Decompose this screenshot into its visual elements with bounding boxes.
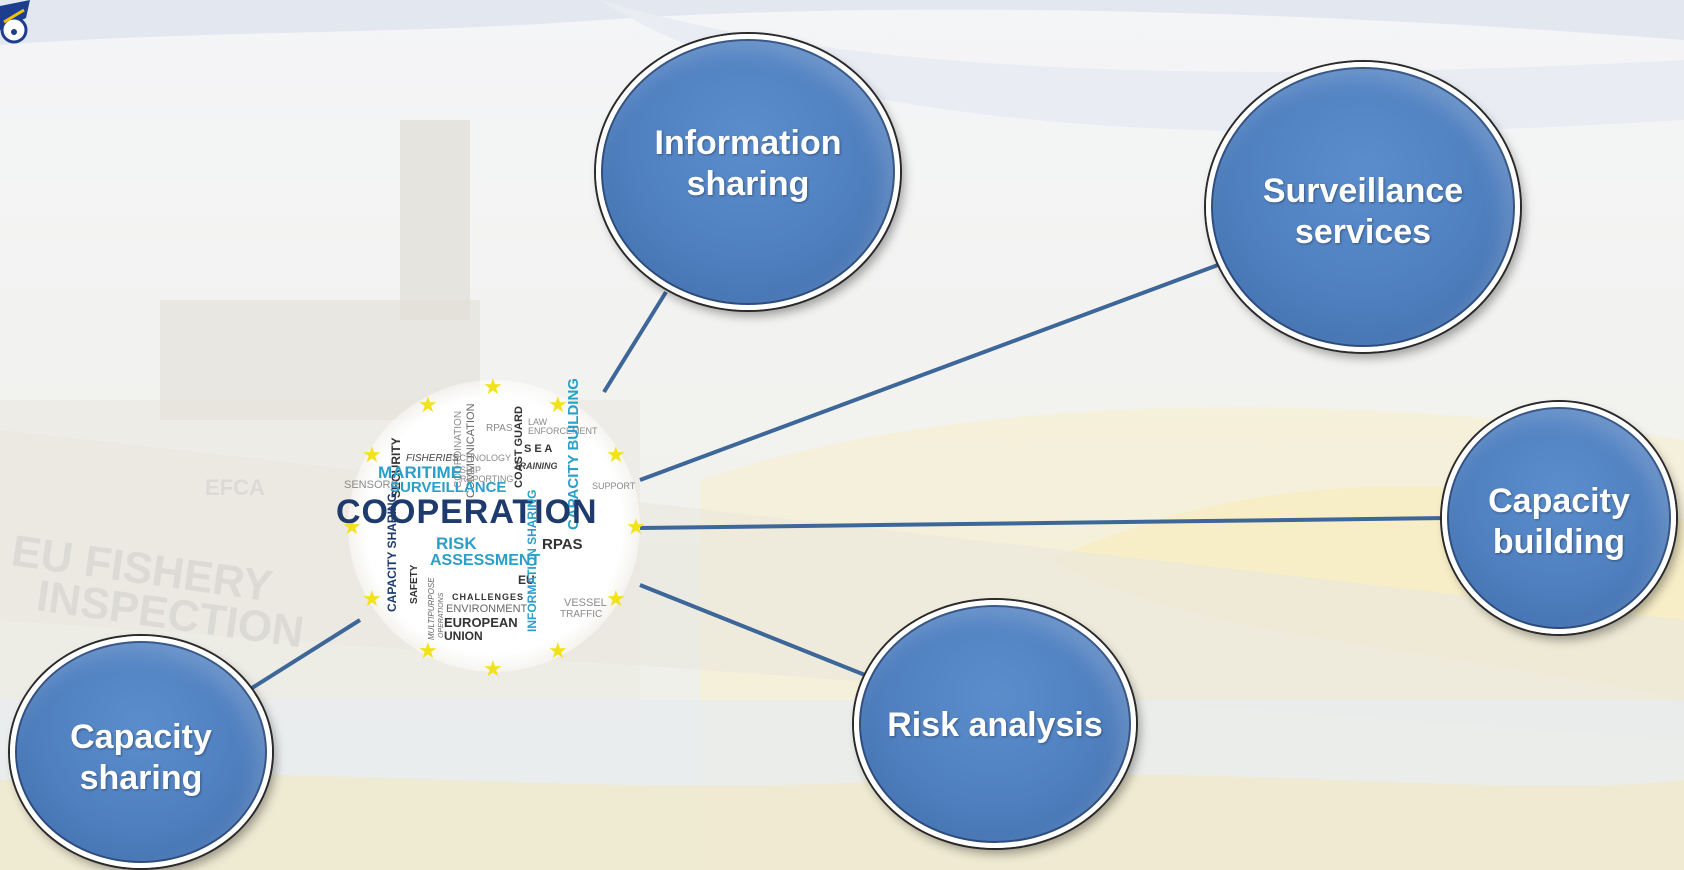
logo-icon — [0, 0, 30, 44]
eu-star-icon: ★ — [606, 586, 626, 611]
word-surveillance: SURVEILLANCE — [390, 479, 507, 496]
node-risk-analysis: Risk analysis — [854, 600, 1136, 848]
word-training: TRAINING — [514, 461, 558, 471]
word-assessment: ASSESSMENT — [430, 552, 541, 569]
word-ship-reporting: SHIP REPORTING — [460, 465, 514, 484]
word-risk: RISK — [436, 534, 477, 553]
node-label: Capacity sharing — [70, 718, 212, 797]
eu-star-icon: ★ — [548, 392, 568, 417]
word-maritime: MARITIME — [378, 463, 463, 482]
connector-surveillance-services — [639, 263, 1219, 482]
node-label: Information sharing — [654, 124, 842, 203]
node-capacity-sharing: Capacity sharing — [10, 636, 272, 868]
eu-star-icon: ★ — [418, 392, 438, 417]
connector-capacity-building — [639, 516, 1449, 530]
word-support: SUPPORT — [592, 481, 636, 491]
word-vessel: VESSEL — [564, 597, 607, 609]
node-label: Risk analysis — [887, 706, 1103, 744]
node-surveillance-services: Surveillance services — [1206, 62, 1520, 352]
word-fisheries: FISHERIES — [406, 453, 459, 464]
word-traffic: TRAFFIC — [560, 609, 603, 620]
connector-capacity-sharing — [250, 618, 362, 690]
word-capacity-sharing: CAPACITY SHARING — [385, 493, 399, 612]
cooperation-word-cloud: ★ ★ ★ ★ ★ ★ ★ ★ ★ ★ ★ ★ SECURITY COORDIN… — [336, 376, 646, 680]
connector-risk-analysis — [639, 583, 866, 677]
eu-star-icon: ★ — [418, 638, 438, 663]
word-information-sharing: INFORMATION SHARING — [525, 489, 539, 632]
word-european: EUROPEAN — [444, 615, 518, 630]
word-sea: S E A — [524, 443, 553, 455]
eu-star-icon: ★ — [626, 514, 646, 539]
eu-star-icon: ★ — [548, 638, 568, 663]
word-eu: EU — [518, 573, 535, 587]
word-environment: ENVIRONMENT — [446, 603, 528, 615]
node-label: Capacity building — [1488, 482, 1630, 561]
word-sensors: SENSORS — [344, 479, 398, 491]
eu-star-icon: ★ — [342, 514, 362, 539]
eu-star-icon: ★ — [362, 586, 382, 611]
node-label: Surveillance services — [1262, 172, 1464, 251]
word-operations: OPERATIONS — [438, 592, 445, 638]
word-rpas-big: RPAS — [542, 536, 583, 553]
eu-star-icon: ★ — [483, 374, 503, 399]
word-multipurpose: MULTIPURPOSE — [427, 577, 436, 640]
word-law-enforcement: LAW ENFORCEMENT — [528, 417, 598, 436]
eu-star-icon: ★ — [483, 656, 503, 681]
connector-information-sharing — [602, 290, 668, 394]
word-rpas-small: RPAS — [486, 423, 513, 434]
word-cooperation: COOPERATION — [336, 493, 598, 531]
word-technology: TECHNOLOGY — [448, 453, 512, 463]
word-challenges: CHALLENGES — [452, 592, 525, 602]
node-information-sharing: Information sharing — [596, 34, 900, 310]
node-capacity-building: Capacity building — [1442, 402, 1676, 634]
word-safety: SAFETY — [409, 564, 420, 604]
eu-star-icon: ★ — [362, 442, 382, 467]
ship-hull-text: EFCA — [205, 475, 265, 500]
eu-star-icon: ★ — [606, 442, 626, 467]
word-union: UNION — [444, 629, 483, 643]
